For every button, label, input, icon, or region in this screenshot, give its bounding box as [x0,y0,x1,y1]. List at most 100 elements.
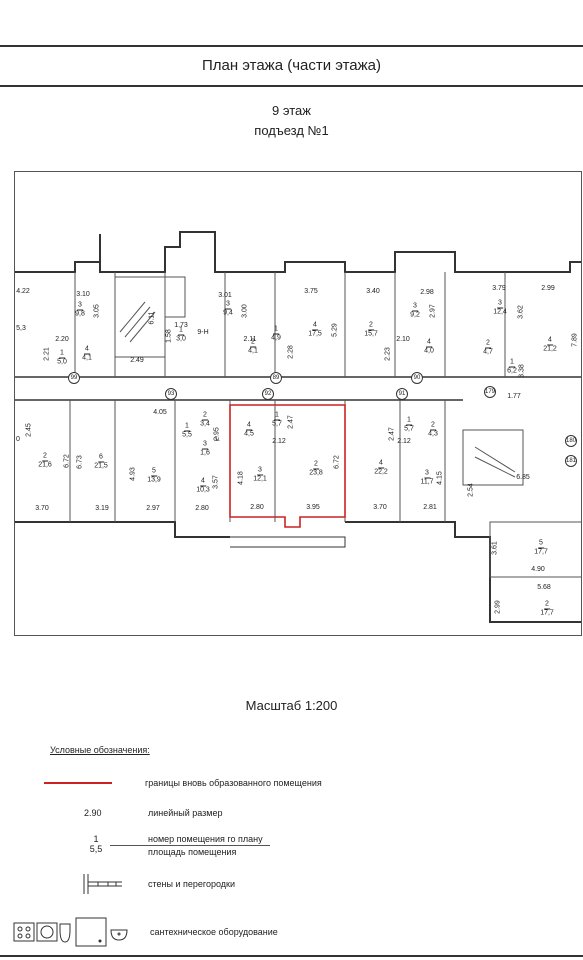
dim-2-21: 2.21 [43,347,51,361]
entrance-label: подъезд №1 [254,123,329,138]
scale-label: Масштаб 1:200 [245,698,338,713]
dim-2-99-b: 2.99 [494,600,502,614]
dim-2-45: 2.45 [25,423,33,437]
axis-marker-92: 92 [262,388,274,400]
legend-boundary-text: границы вновь образованного помещения [145,778,322,788]
axis-marker-89: 89 [270,372,282,384]
dim-3-62: 3.62 [517,305,525,319]
page-title: План этажа (части этажа) [201,57,382,74]
legend-boundary-sample [44,782,112,784]
dim-2-20: 2.20 [55,336,69,343]
dim-2-99: 2.99 [541,285,555,292]
dim-6-72-b: 6.72 [333,455,341,469]
dim-5-68: 5.68 [537,584,551,591]
dim-2-11: 2.11 [243,336,257,343]
dim-3-40: 3.40 [366,288,380,295]
axis-marker-90: 90 [411,372,423,384]
dim-6-72-a: 6.72 [63,454,71,468]
dim-4-05: 4.05 [153,409,167,416]
dim-4-90: 4.90 [531,566,545,573]
axis-marker-99: 99 [68,372,80,384]
dim-4-18: 4.18 [237,471,245,485]
dim-6-85: 6.85 [516,474,530,481]
floor-label: 9 этаж [272,103,311,118]
dim-5-29: 5.29 [331,323,339,337]
dim-2-81: 2.81 [423,504,437,511]
legend-dimension-sample: 2.90 [84,808,102,818]
axis-marker-180: 180 [565,435,577,447]
dim-2-97: 2.97 [146,505,160,512]
dim-3-61: 3.61 [491,541,499,555]
legend-room-sample: 1 5,5 [86,834,106,854]
dim-3-70-a: 3.70 [35,505,49,512]
dim-2-80-b: 2.80 [250,504,264,511]
title-rule [0,85,583,87]
dim-3-75: 3.75 [304,288,318,295]
dim-3-70-b: 3.70 [373,504,387,511]
legend-room-rule [110,845,270,846]
dim-3-01: 3.01 [218,292,232,299]
dim-1: 1. [214,436,220,443]
dim-1-58: 1.58 [165,329,173,343]
dim-3-57: 3.57 [212,475,220,489]
axis-marker-93: 93 [165,388,177,400]
top-rule [0,45,583,47]
dim-3-79: 3.79 [492,285,506,292]
dim-2-98: 2.98 [420,289,434,296]
legend-room-number: 1 [93,834,99,844]
legend-dimension-text: линейный размер [148,808,223,818]
new-room-boundary [229,404,346,528]
dim-3-05: 3.05 [93,304,101,318]
dim-3-10: 3.10 [76,291,90,298]
dim-6-11: 6.11 [148,311,156,325]
wall-partition-icon [83,874,122,894]
dim-4-15: 4.15 [436,471,444,485]
dim-0: 0 [16,436,20,443]
dim-1-77: 1.77 [507,393,521,400]
dim-3-38: 3.38 [518,364,526,378]
dim-2-80-a: 2.80 [195,505,209,512]
legend-sanitary-text: сантехническое оборудование [150,927,278,937]
dim-5-3: 5,3 [16,325,26,332]
dim-3-00: 3.00 [241,304,249,318]
dim-2-47-b: 2.47 [388,427,396,441]
label-9-n: 9-Н [197,329,209,336]
legend-room-area: 5,5 [89,844,103,854]
dim-2-47-a: 2.47 [287,415,295,429]
dim-2-54: 2.54 [467,483,475,497]
dim-2-12-b: 2.12 [397,438,411,445]
dim-2-28: 2.28 [287,345,295,359]
legend-room-area-text: площадь помещения [148,847,237,857]
axis-marker-181: 181 [565,455,577,467]
bottom-rule [0,955,583,957]
dim-3-19: 3.19 [95,505,109,512]
dim-4-93: 4.93 [129,467,137,481]
sanitary-equipment-icon [13,917,128,947]
dim-2-10: 2.10 [396,336,410,343]
axis-marker-179: 179 [484,386,496,398]
legend-title: Условные обозначения: [50,745,150,755]
